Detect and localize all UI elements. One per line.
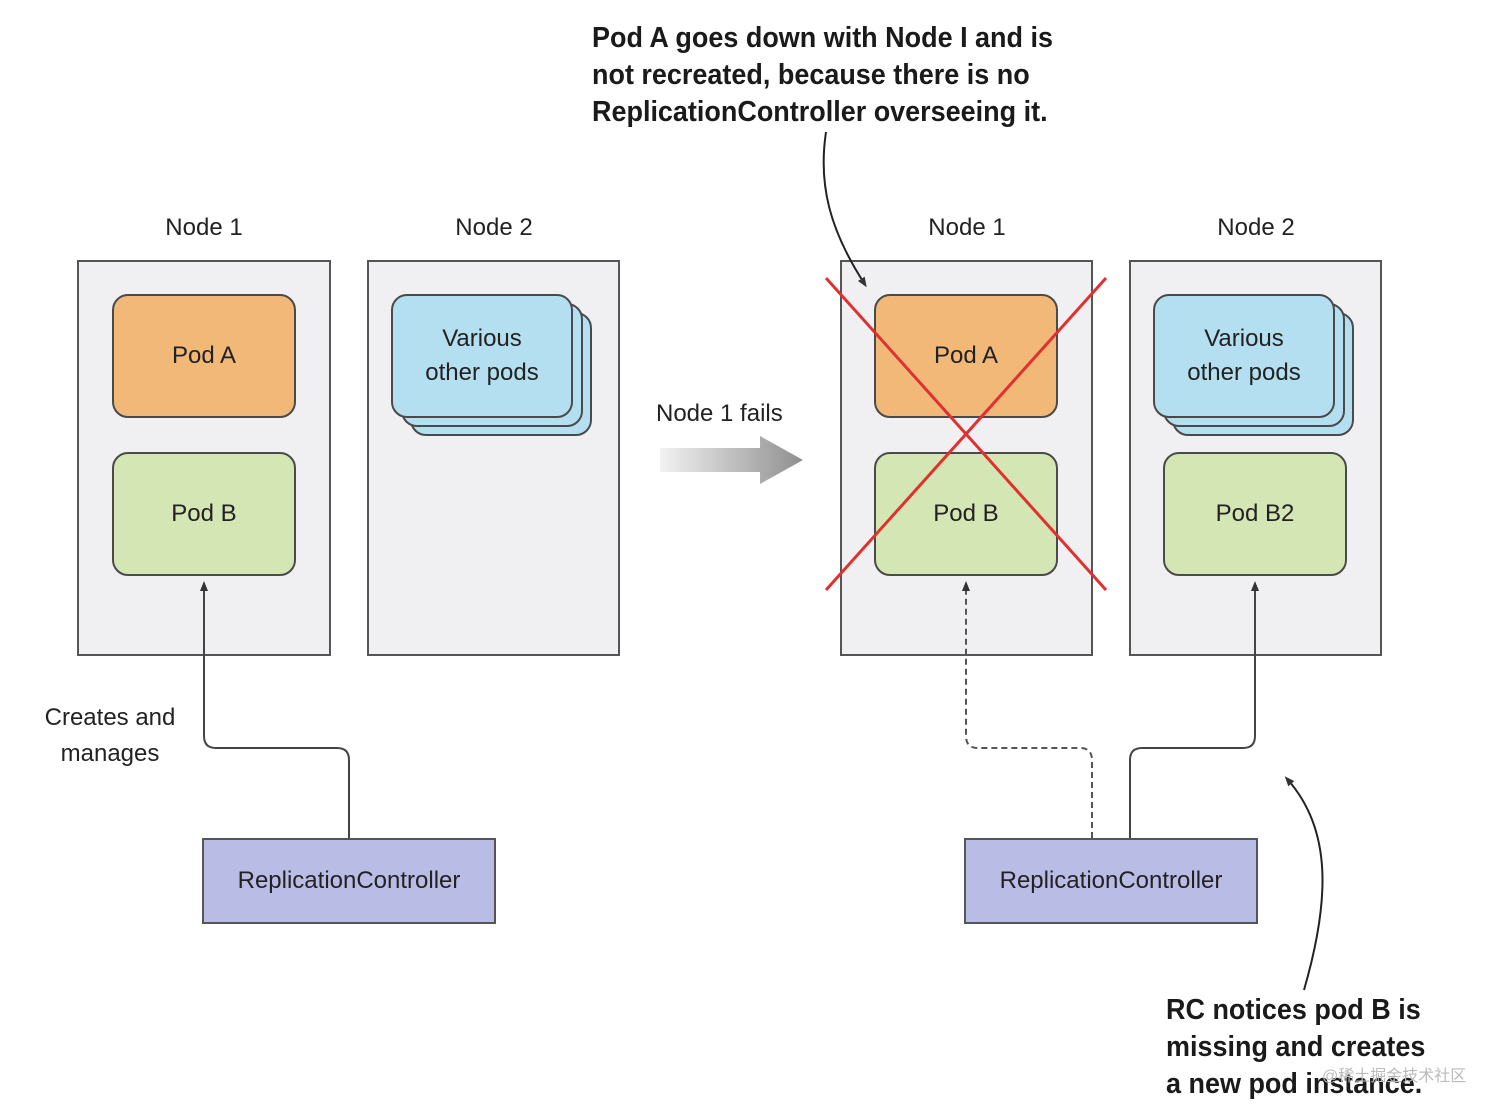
- callout-top: Pod A goes down with Node I and is not r…: [592, 22, 1054, 128]
- creates-manages-label: Creates and manages: [44, 704, 176, 767]
- failure-cross-line-2: [824, 276, 1108, 592]
- right-node1-label: Node 1: [928, 214, 1006, 241]
- right-pod-a-label: Pod A: [933, 342, 999, 369]
- left-pod-a: Pod A: [112, 294, 296, 418]
- left-node1-label: Node 1: [165, 214, 243, 241]
- callout-bottom-pointer: [1284, 776, 1324, 991]
- right-rc-to-pod-b2-connector: [1129, 581, 1259, 838]
- callout-bottom: RC notices pod B is missing and creates …: [1166, 994, 1426, 1100]
- callout-top-pointer: [822, 131, 867, 288]
- left-pod-a-label: Pod A: [171, 342, 237, 369]
- node-fails-arrow: [660, 436, 803, 484]
- right-replication-controller: ReplicationController: [964, 838, 1258, 924]
- left-pod-b: Pod B: [112, 452, 296, 576]
- right-rc-to-pod-b-dashed-connector: [962, 581, 1093, 838]
- right-pod-a: Pod A: [874, 294, 1058, 418]
- right-pod-b2: Pod B2: [1163, 452, 1347, 576]
- left-various-pods: Various other pods: [391, 294, 573, 418]
- node1-fails-label: Node 1 fails: [656, 400, 783, 427]
- left-pod-b-label: Pod B: [171, 500, 237, 527]
- left-node2-label: Node 2: [455, 214, 533, 241]
- left-rc-to-pod-b-connector: [200, 581, 350, 838]
- left-replication-controller: ReplicationController: [202, 838, 496, 924]
- right-pod-b-label: Pod B: [933, 500, 999, 527]
- right-pod-b: Pod B: [874, 452, 1058, 576]
- right-various-pods: Various other pods: [1153, 294, 1335, 418]
- watermark: @稀土掘金技术社区: [1322, 1068, 1467, 1085]
- right-rc-label: ReplicationController: [999, 867, 1223, 894]
- right-pod-b2-label: Pod B2: [1215, 500, 1295, 527]
- left-rc-label: ReplicationController: [237, 867, 461, 894]
- right-node2-label: Node 2: [1217, 214, 1295, 241]
